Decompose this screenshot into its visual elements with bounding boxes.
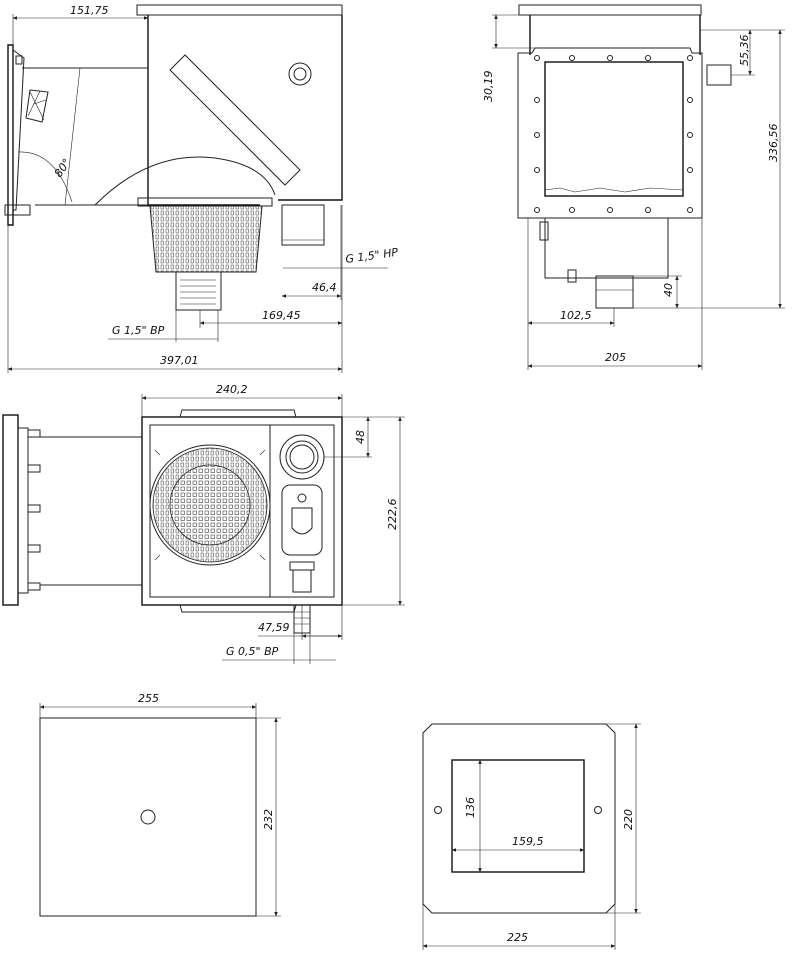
basket-clips (154, 449, 266, 561)
nozzle-outer (288, 62, 312, 86)
faceplate-screw-left (434, 806, 442, 814)
face-frame (12, 49, 25, 211)
dim-47-label: 47,59 (258, 621, 290, 634)
dim-102-label: 102,5 (560, 309, 592, 322)
lid-handle-hole (140, 809, 156, 825)
top-flange (136, 4, 343, 16)
dim-205-label: 205 (605, 351, 626, 364)
flange-bolt-bottom (4, 204, 31, 216)
dim-151-label: 151,75 (70, 4, 109, 17)
plan-top-tab (179, 409, 297, 418)
side-view: 80° 151,75 G 1,5" НР 46,4 169,45 (4, 4, 400, 373)
weir-hatch (27, 90, 47, 121)
plan-bolts (27, 429, 41, 591)
dim-40-label: 40 (662, 283, 675, 297)
regulator-valve (291, 507, 313, 535)
front-side-pipe (706, 64, 732, 86)
weir-flap (25, 89, 49, 123)
dim-169-label: 169,45 (262, 309, 301, 322)
dim-222-label: 222,6 (386, 499, 399, 531)
plan-view: 240,2 48 222,6 47,59 G 0,5" ВР (2, 383, 405, 664)
drain-fitting (289, 561, 315, 571)
regulator-body (281, 484, 323, 556)
dim-225-label: 225 (507, 931, 528, 944)
inlet-throat (22, 67, 148, 206)
lid-outline (39, 717, 257, 917)
basket-rim (137, 197, 273, 207)
drain-nut (292, 569, 312, 593)
dim-220-label: 220 (622, 809, 635, 830)
pipe-ring-core (289, 444, 315, 470)
plan-bottom-tab (179, 604, 297, 613)
throat-curve (64, 67, 81, 206)
plan-face-step (17, 427, 29, 594)
dim-55-label: 55,36 (738, 35, 751, 67)
basket (149, 205, 263, 273)
plan-face-flange (2, 414, 19, 606)
side-outlet-pipe (281, 204, 325, 246)
pipe-threads (180, 279, 216, 305)
dim-48-label: 48 (354, 430, 367, 444)
front-bottom-pipe (595, 275, 634, 309)
diagonal-weir (169, 54, 301, 186)
faceplate-opening (451, 759, 585, 873)
nozzle-inner (293, 67, 307, 81)
dim-232-label: 232 (262, 809, 275, 830)
g05-label: G 0,5" ВР (226, 645, 279, 658)
basket-rim-outer (149, 444, 271, 566)
front-drain-tap (567, 269, 577, 283)
g15hp-label: G 1,5" НР (345, 246, 400, 266)
angle-arc (17, 151, 73, 203)
front-body-upper (529, 15, 701, 55)
dim-30-label: 30,19 (482, 71, 495, 103)
plan-throat (40, 436, 142, 586)
front-lower-body (544, 218, 669, 279)
front-view: 30,19 55,36 336,56 40 102,5 205 (482, 4, 785, 370)
front-opening (544, 61, 684, 197)
dome (94, 156, 276, 206)
dim-255-label: 255 (138, 692, 159, 705)
basket-outlet-pipe (175, 271, 222, 311)
dim-136-label: 136 (464, 797, 477, 818)
faceplate-screw-right (594, 806, 602, 814)
lid-view: 255 232 (39, 692, 281, 917)
pipe-ring-outer (279, 434, 325, 480)
flange-bolt-top (15, 55, 23, 65)
front-flange-frame (517, 47, 703, 219)
plan-body (141, 416, 343, 606)
front-top-flange (518, 4, 702, 16)
dim-397-label: 397,01 (160, 354, 199, 367)
dim-46-label: 46,4 (312, 281, 337, 294)
faceplate-view: 136 159,5 220 225 (422, 723, 641, 950)
dim-336-label: 336,56 (767, 124, 780, 163)
opening-bottom-edge (544, 187, 684, 193)
g15bp-label: G 1,5" ВР (112, 324, 165, 337)
angle-label: 80° (52, 156, 74, 179)
face-flange (7, 44, 14, 226)
dim-240-label: 240,2 (216, 383, 248, 396)
skimmer-body (147, 15, 343, 206)
dim-159-label: 159,5 (512, 835, 544, 848)
front-lower-tab (539, 221, 549, 241)
basket-grid (169, 464, 251, 546)
pipe-ring-inner (285, 440, 319, 474)
front-bolts (534, 55, 693, 213)
regulator-knob (297, 493, 307, 503)
